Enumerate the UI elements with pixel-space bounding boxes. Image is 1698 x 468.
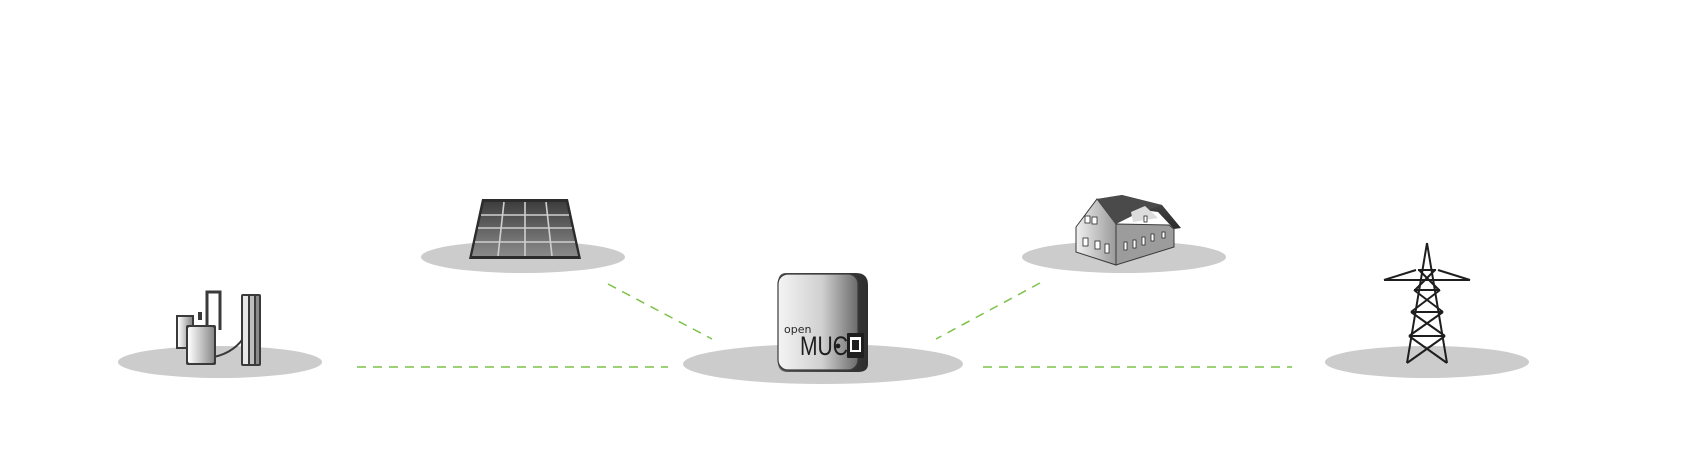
shadow-power-plant [118, 346, 322, 378]
transmission-tower-icon [1383, 242, 1471, 364]
connection-solar-panel [607, 283, 713, 340]
openmuc-prefix-text: open [784, 323, 811, 336]
gateway-led-icon [835, 343, 841, 349]
solar-panel-icon [469, 199, 581, 259]
connection-house [935, 282, 1041, 340]
house-icon [1075, 195, 1181, 266]
openmuc-main-text: MUC [800, 332, 848, 362]
shadow-power-tower [1325, 346, 1529, 378]
power-plant-icon [176, 290, 261, 366]
connections [357, 282, 1292, 368]
openmuc-box-icon: open MUC [777, 273, 868, 372]
